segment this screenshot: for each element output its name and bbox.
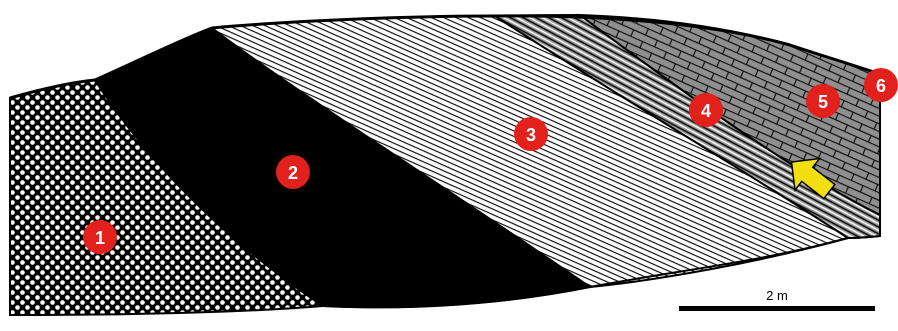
unit-marker-1: 1 (83, 220, 117, 254)
unit-marker-3-label: 3 (526, 125, 536, 145)
unit-marker-4: 4 (689, 93, 723, 127)
unit-marker-2: 2 (276, 155, 310, 189)
unit-marker-1-label: 1 (95, 228, 105, 248)
unit-marker-4-label: 4 (701, 101, 711, 121)
scale-bar: 2 m (679, 288, 875, 311)
scale-bar-label: 2 m (766, 288, 788, 303)
unit-marker-5-label: 5 (818, 92, 828, 112)
unit-marker-2-label: 2 (288, 163, 298, 183)
unit-marker-3: 3 (514, 117, 548, 151)
unit-marker-6: 6 (864, 68, 898, 102)
unit-marker-5: 5 (806, 84, 840, 118)
unit-marker-6-label: 6 (876, 76, 886, 96)
